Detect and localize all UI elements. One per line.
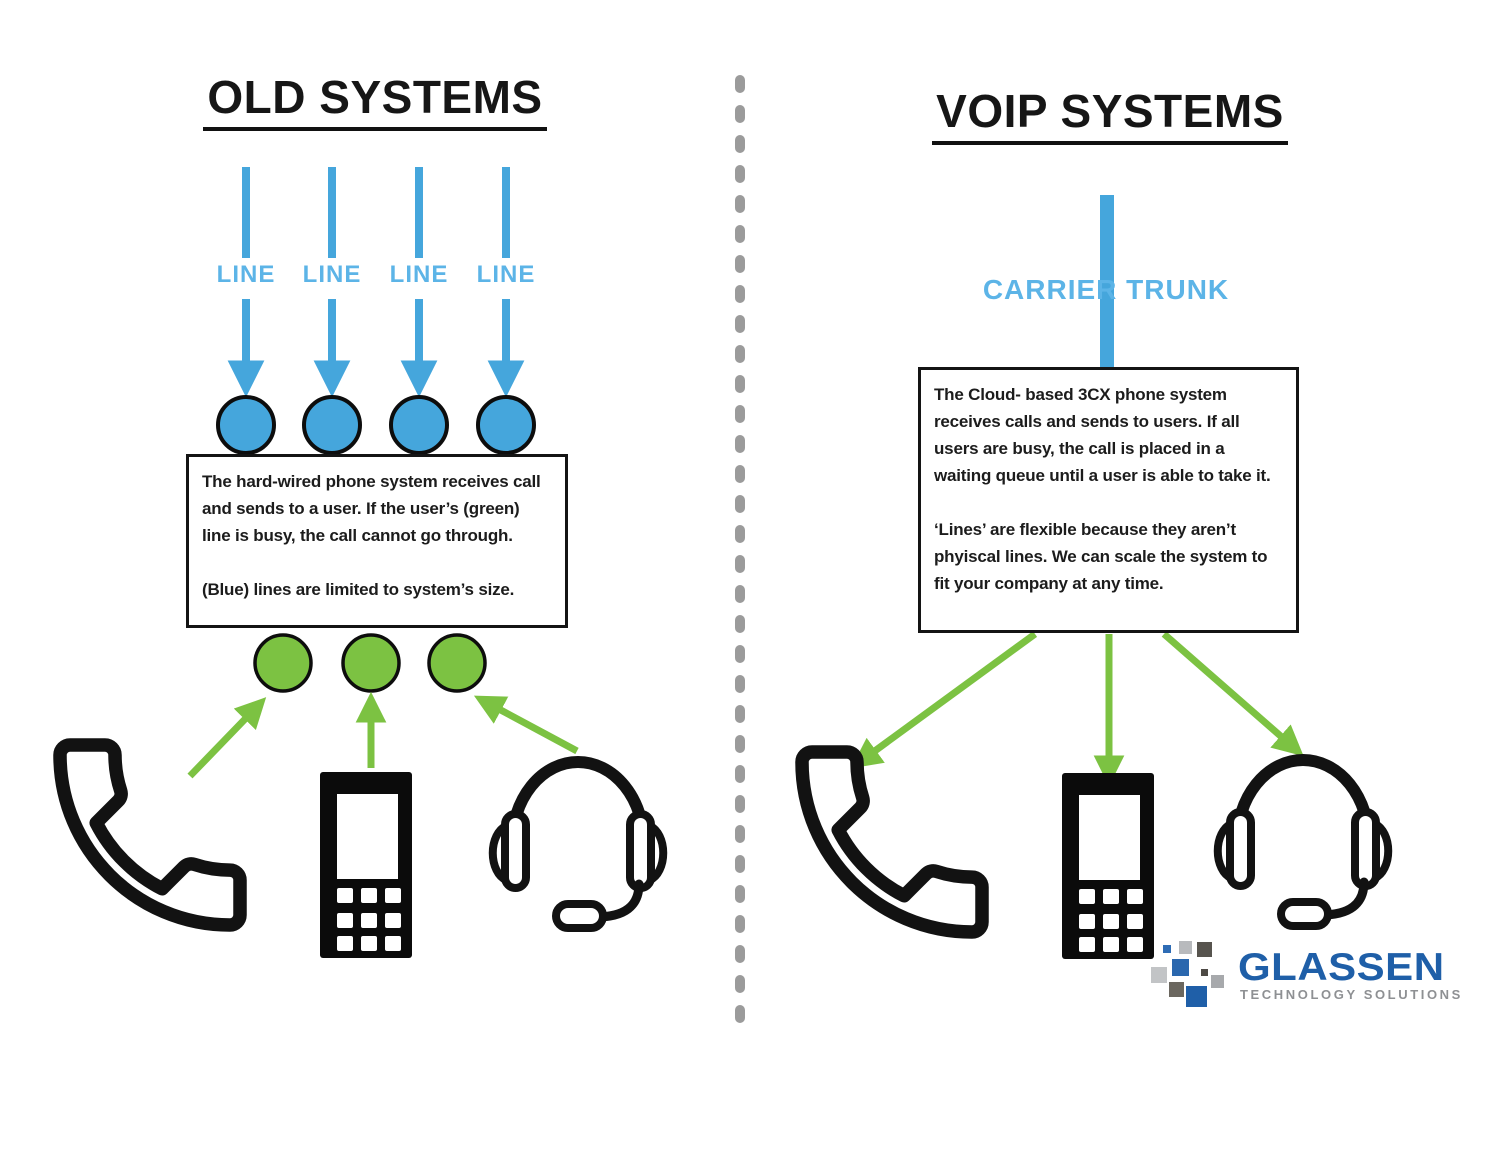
blue-port-circle: [389, 395, 449, 455]
green-port-circle: [427, 633, 487, 693]
blue-port-circle: [216, 395, 276, 455]
logo-square: [1186, 986, 1207, 1007]
logo-tagline: TECHNOLOGY SOLUTIONS: [1240, 987, 1463, 1002]
logo-square: [1163, 945, 1171, 953]
logo-square: [1151, 967, 1167, 983]
blue-port-group: [216, 395, 536, 455]
logo-square: [1211, 975, 1224, 988]
old-system-description-box: The hard-wired phone system receives cal…: [186, 454, 568, 628]
voip-systems-title-text: VOIP SYSTEMS: [932, 84, 1288, 145]
voip-system-description-p2: ‘Lines’ are flexible because they aren’t…: [934, 520, 1268, 593]
logo-square: [1179, 941, 1192, 954]
voip-system-description-box: The Cloud- based 3CX phone system receiv…: [918, 367, 1299, 633]
green-arrow: [1161, 631, 1304, 757]
green-arrow: [850, 631, 1038, 769]
mobile-phone-icon: [320, 772, 412, 958]
logo-square: [1201, 969, 1208, 976]
old-system-description-p2: (Blue) lines are limited to system’s siz…: [202, 580, 515, 599]
line-label: LINE: [389, 261, 449, 288]
incoming-arrow-group: [227, 299, 525, 398]
green-port-circle: [253, 633, 313, 693]
logo-square: [1197, 942, 1212, 957]
voip-system-description-p1: The Cloud- based 3CX phone system receiv…: [934, 385, 1271, 485]
green-port-circle: [341, 633, 401, 693]
mobile-phone-icon: [1062, 773, 1154, 959]
old-systems-title-text: OLD SYSTEMS: [203, 70, 547, 131]
headset-icon: [493, 762, 663, 928]
green-port-group: [253, 633, 487, 693]
logo-square: [1169, 982, 1184, 997]
green-arrow: [187, 697, 267, 779]
blue-port-circle: [302, 395, 362, 455]
handset-icon: [60, 745, 240, 925]
old-systems-title: OLD SYSTEMS: [170, 70, 580, 131]
logo-wordmark: GLASSEN: [1238, 945, 1445, 989]
device-arrow-group-left: [187, 691, 579, 779]
line-label: LINE: [302, 261, 362, 288]
old-system-description-p1: The hard-wired phone system receives cal…: [202, 472, 541, 545]
incoming-line-group: [242, 167, 510, 258]
carrier-trunk-label: CARRIER TRUNK: [982, 274, 1230, 305]
handset-icon: [802, 752, 982, 932]
device-arrow-group-right: [850, 631, 1304, 787]
green-arrow: [473, 695, 579, 755]
logo-square: [1172, 959, 1189, 976]
line-label: LINE: [476, 261, 536, 288]
voip-systems-title: VOIP SYSTEMS: [905, 84, 1315, 145]
headset-icon: [1218, 760, 1388, 926]
logo-squares-icon: [1151, 941, 1224, 1007]
carrier-trunk-bar: [1100, 195, 1114, 368]
blue-port-circle: [476, 395, 536, 455]
line-label: LINE: [216, 261, 276, 288]
